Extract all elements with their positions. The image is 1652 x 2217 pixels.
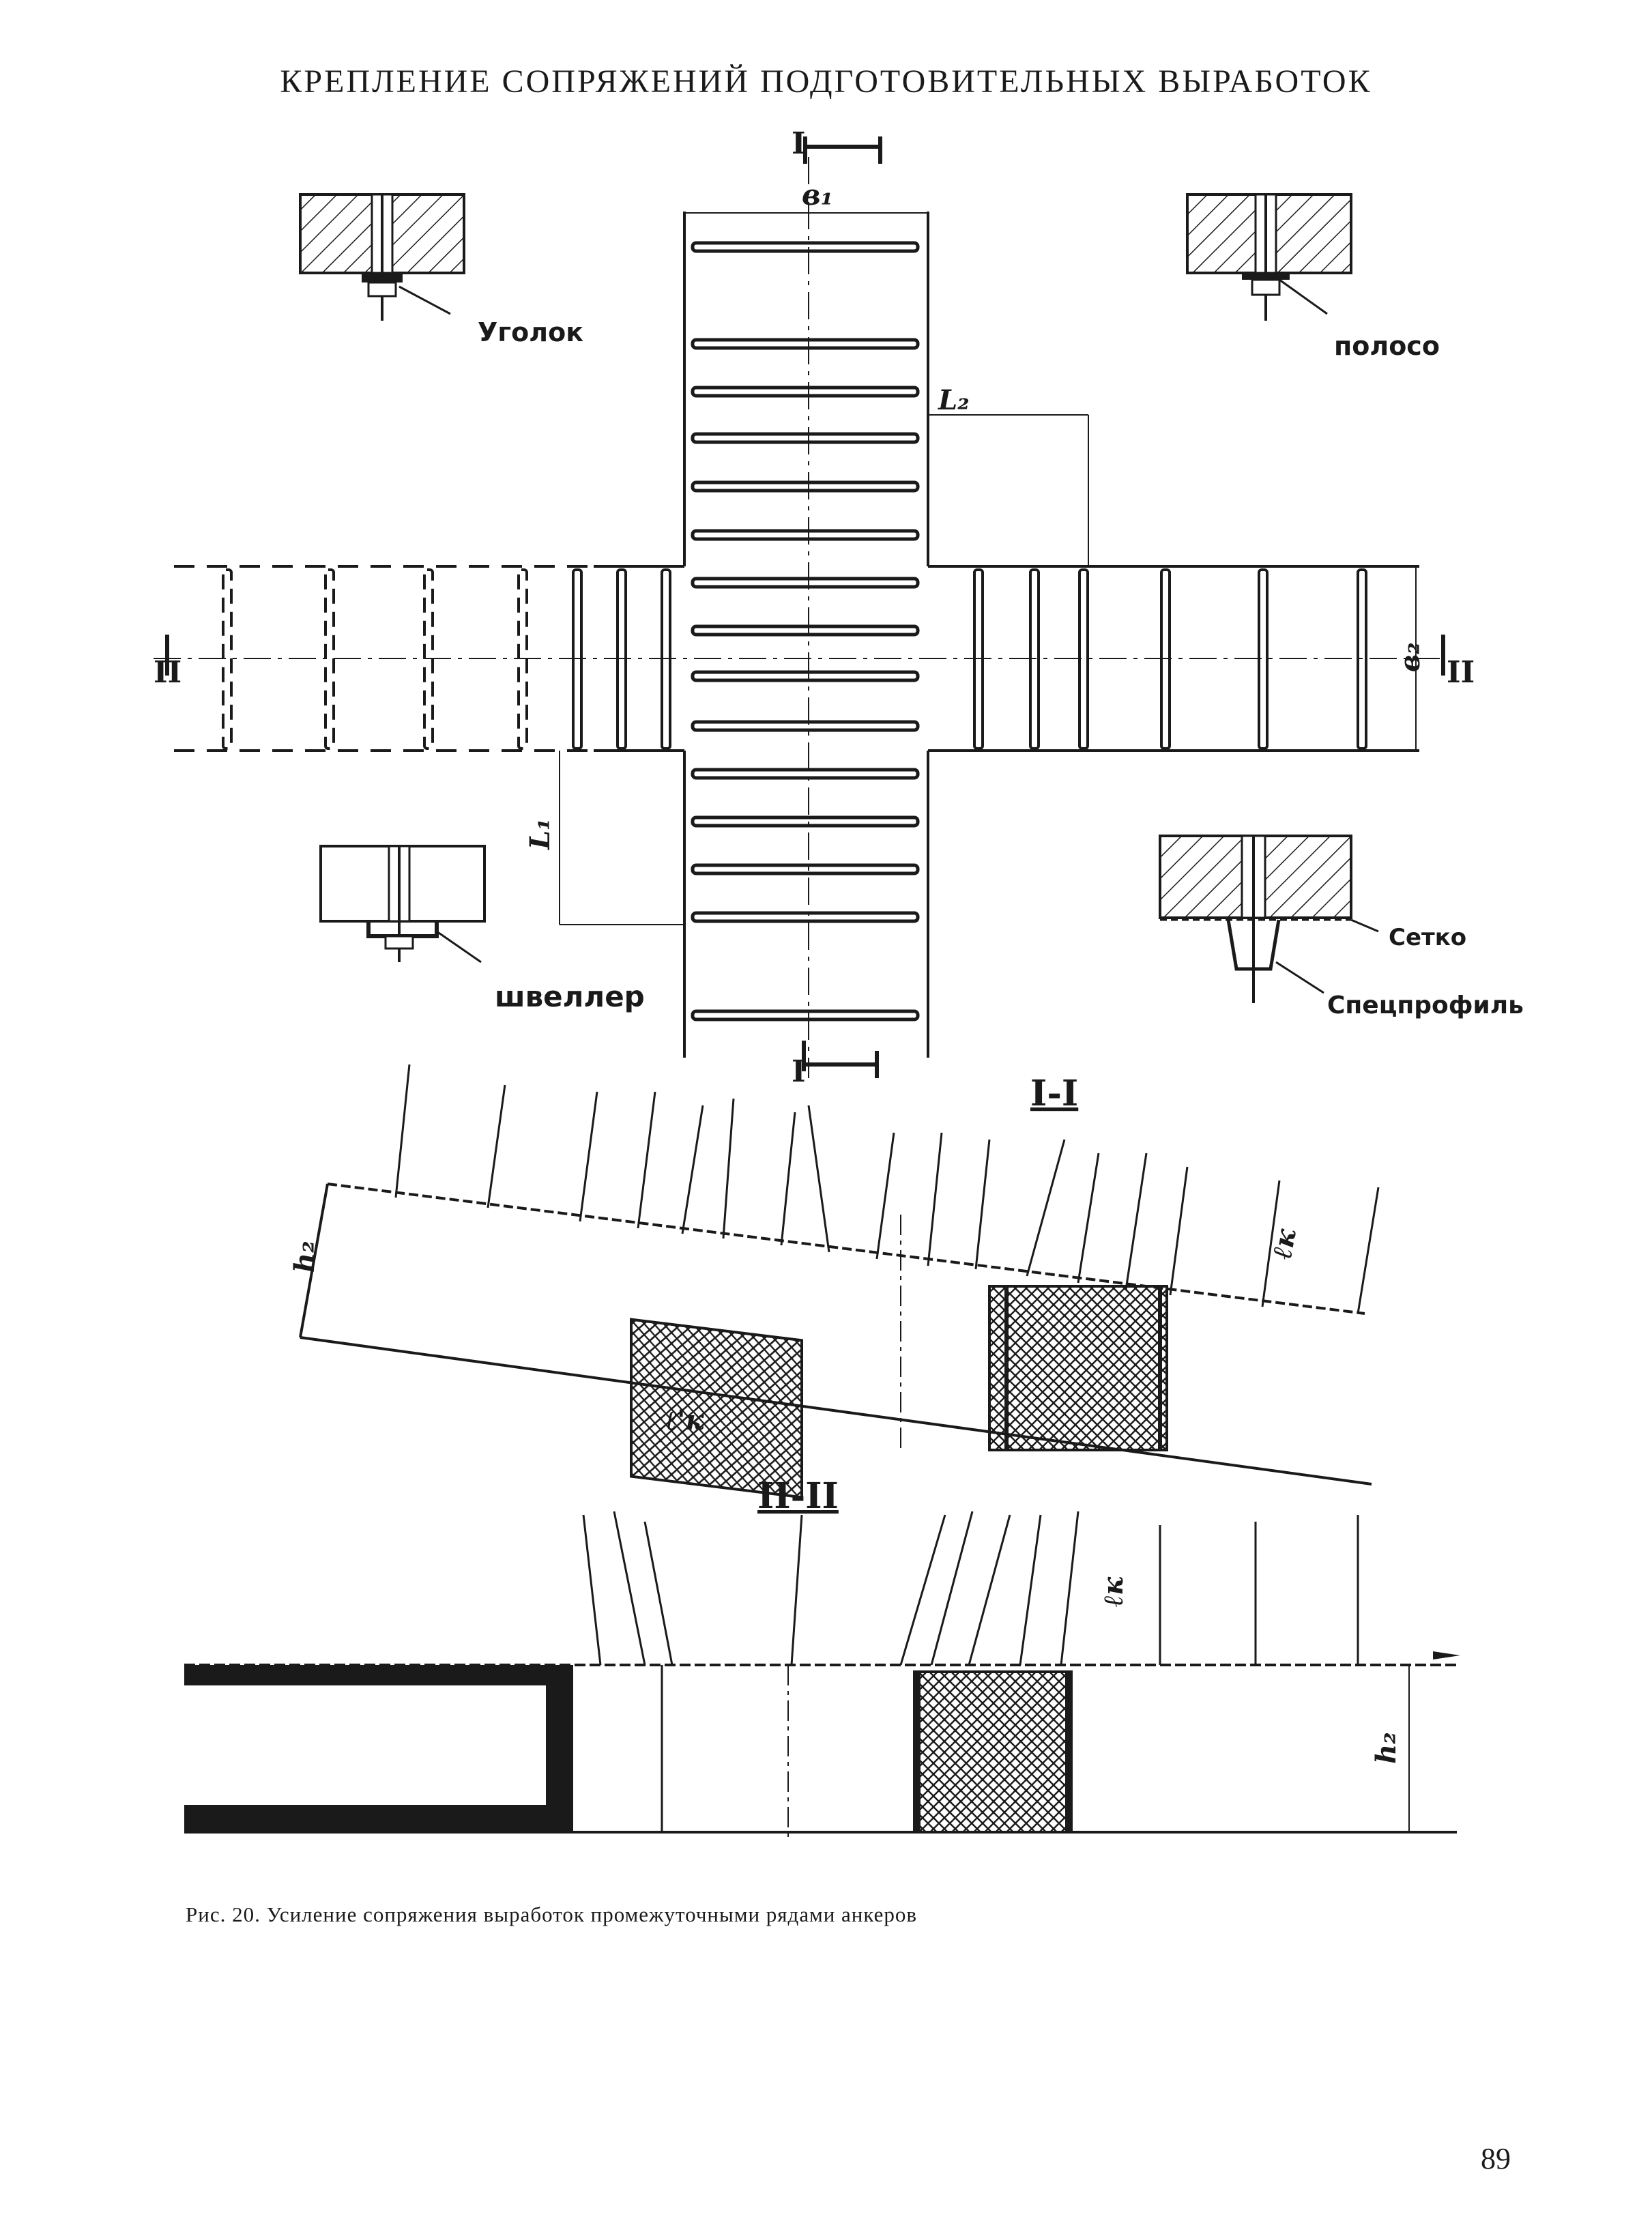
page-header: КРЕПЛЕНИЕ СОПРЯЖЕНИЙ ПОДГОТОВИТЕЛЬНЫХ ВЫ… xyxy=(280,63,1372,100)
vertical-drift-straps xyxy=(691,241,920,1021)
dim-lk-section2: ℓк xyxy=(1097,1576,1129,1607)
detail-channel xyxy=(319,845,486,963)
marker-1-bottom: I xyxy=(792,1054,806,1089)
horizontal-drift-straps xyxy=(222,568,1367,750)
dim-l2: L₂ xyxy=(938,384,970,416)
label-angle: Уголок xyxy=(478,317,583,347)
label-special-profile: Спецпрофиль xyxy=(1327,991,1524,1019)
detail-mesh-profile xyxy=(1159,835,1379,1003)
dim-l1: L₁ xyxy=(524,818,556,850)
plan-view xyxy=(154,157,1440,1078)
section-1-title: I-I xyxy=(1030,1073,1078,1114)
marker-2-left: II xyxy=(154,655,182,690)
marker-2-right: II xyxy=(1447,655,1475,690)
dim-lk-section1: ℓк xyxy=(1266,1226,1303,1262)
figure-caption: Рис. 20. Усиление сопряжения выработок п… xyxy=(186,1902,918,1926)
detail-strip xyxy=(1186,193,1352,321)
section-cut-markers xyxy=(165,136,1445,1078)
label-mesh: Сетко xyxy=(1389,924,1466,951)
label-channel: швеллер xyxy=(495,980,645,1013)
section-1-1 xyxy=(299,1064,1380,1499)
dim-h2-section1: h₂ xyxy=(289,1241,321,1273)
marker-1-top: I xyxy=(792,126,806,161)
section-2-2 xyxy=(184,1511,1460,1842)
label-strip: полосо xyxy=(1334,331,1440,361)
dim-h2-section2: h₂ xyxy=(1370,1732,1402,1764)
page-number: 89 xyxy=(1481,2142,1511,2175)
dim-lk-prime: ℓ'к xyxy=(665,1404,704,1436)
section-2-title: II-II xyxy=(757,1475,839,1517)
dim-b1: в₁ xyxy=(802,178,833,212)
dim-b2: в₂ xyxy=(1394,642,1426,672)
detail-angle xyxy=(299,193,465,321)
